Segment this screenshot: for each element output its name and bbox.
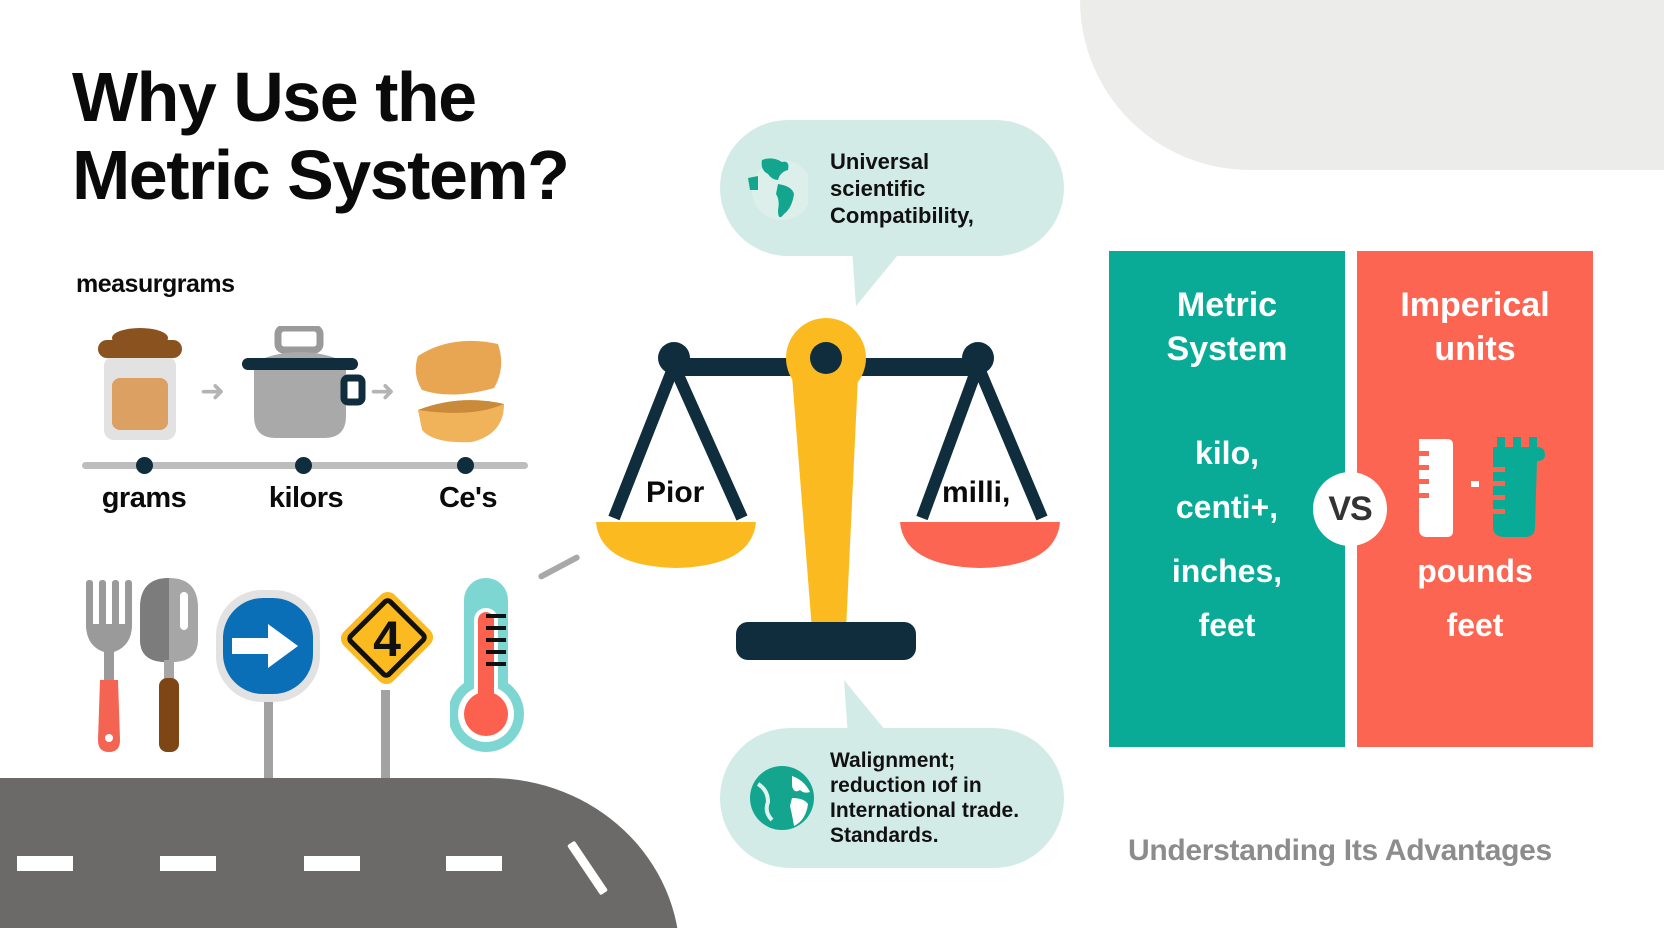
road-lane-marking <box>446 856 502 871</box>
imperial-card-heading: Imperical units <box>1400 286 1550 368</box>
balance-scale-illustration <box>596 318 1060 660</box>
timeline-marker <box>295 457 312 474</box>
metric-item: centi+, <box>1175 489 1279 525</box>
arrow-right-icon: ➜ <box>370 375 396 408</box>
imperial-item: feet <box>1446 607 1504 643</box>
bowls-icon <box>415 340 504 443</box>
decorative-corner-shape <box>1080 0 1664 170</box>
road-lane-marking <box>17 856 73 871</box>
warning-sign-icon: 4 <box>340 591 434 685</box>
title-line-1: Why Use the <box>72 58 477 136</box>
speech-bubble-tail <box>844 680 890 736</box>
metric-system-card: Metric System kilo, centi+, inches, feet <box>1109 251 1345 747</box>
road-illustration <box>0 778 680 928</box>
vs-badge: VS <box>1313 472 1387 546</box>
scale-left-pan-label: Pior <box>646 476 705 509</box>
road-lane-marking <box>304 856 360 871</box>
warning-sign-number: 4 <box>373 611 401 667</box>
sign-pole <box>264 700 273 780</box>
speech-bubble-tail <box>852 250 902 306</box>
connector-line <box>537 553 581 581</box>
jar-icon <box>98 328 182 440</box>
timeline-label-ces: Ce's <box>438 482 498 514</box>
divider-line <box>1347 251 1353 473</box>
section-label: measurgrams <box>76 270 235 298</box>
globe-americas-icon <box>748 158 808 220</box>
road-lane-marking <box>160 856 216 871</box>
direction-sign-icon <box>216 590 320 702</box>
metric-card-heading: Metric System <box>1166 286 1288 368</box>
bubble-bottom-text: Walignment; reduction ıof in Internation… <box>830 749 1020 847</box>
fork-icon <box>86 580 132 752</box>
sign-pole <box>381 690 390 780</box>
imperial-units-card: Imperical units pounds feet <box>1357 251 1593 747</box>
timeline-marker <box>457 457 474 474</box>
ruler-icon <box>1413 439 1479 537</box>
page-title: Why Use the Metric System? <box>72 58 570 214</box>
scale-right-pan-label: milli, <box>942 476 1011 509</box>
spatula-icon <box>140 578 198 752</box>
footer-tagline: Understanding Its Advantages <box>1128 834 1552 867</box>
metric-item: kilo, <box>1194 435 1259 471</box>
imperial-item: pounds <box>1417 553 1533 589</box>
timeline-marker <box>136 457 153 474</box>
globe-icon <box>750 766 814 830</box>
metric-item: inches, <box>1171 553 1283 589</box>
arrow-right-icon: ➜ <box>200 375 226 408</box>
timeline-label-grams: grams <box>101 482 187 514</box>
title-line-2: Metric System? <box>72 136 570 214</box>
cooking-pot-icon <box>242 326 366 438</box>
metric-item: feet <box>1198 607 1256 643</box>
measuring-cup-icon <box>1487 437 1545 537</box>
thermometer-icon <box>450 578 524 752</box>
bubble-top-text: Universal scientific Compatibility, <box>830 149 974 228</box>
timeline-label-kilors: kilors <box>268 482 344 514</box>
